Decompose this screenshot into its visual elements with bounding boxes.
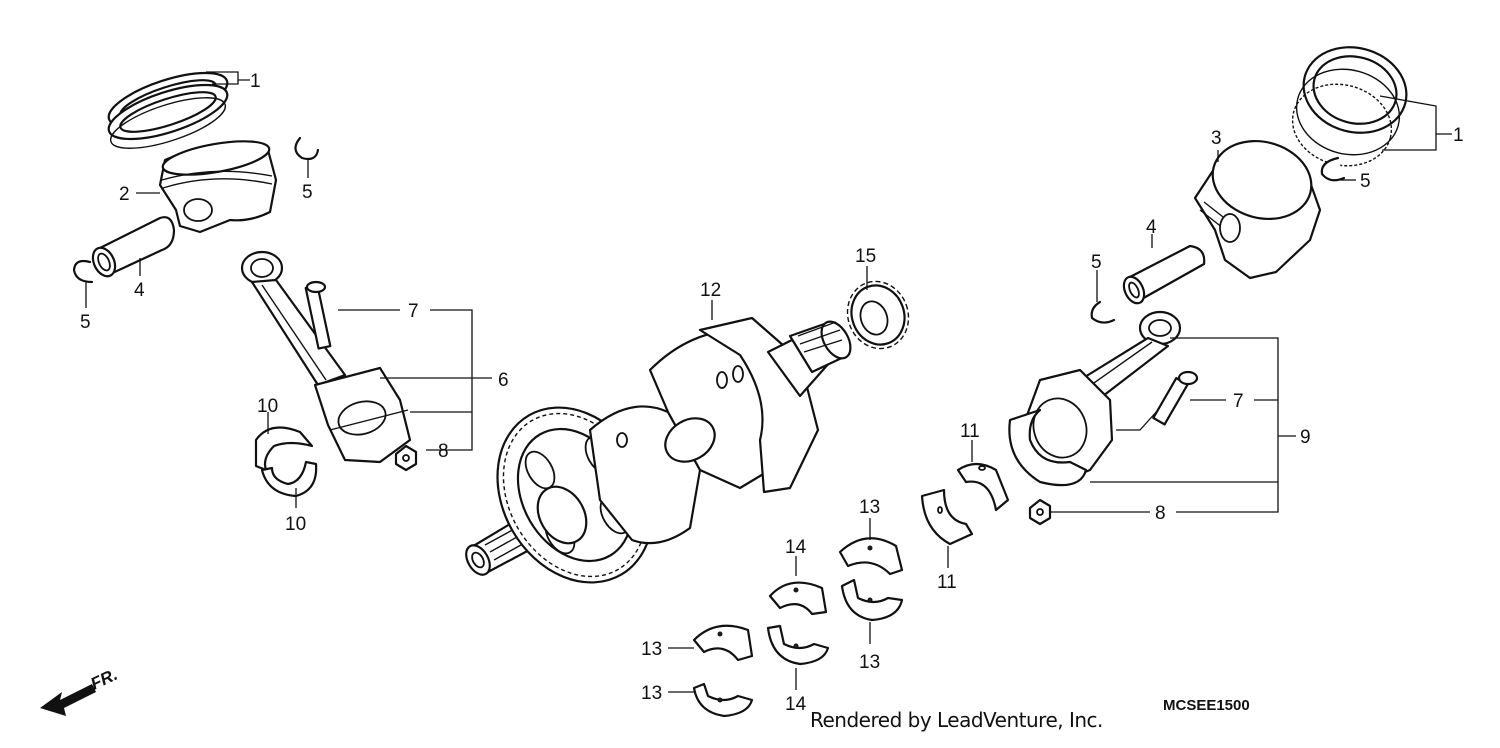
callout-4-right: 4 [1146,217,1157,238]
diagram-code: MCSEE1500 [1163,697,1250,714]
callout-10-upper: 10 [257,396,278,417]
callout-13-lower-left: 13 [641,683,662,704]
piston-pin-left [91,216,176,278]
connecting-rod-right [1016,310,1182,484]
main-bearing-shell-13-lower-right [840,578,904,622]
callout-5-lower-left: 5 [80,312,91,333]
callout-1-left: 1 [250,71,261,92]
front-direction-arrow: FR. [40,665,121,716]
crankshaft [465,316,852,584]
piston-right [1193,139,1322,280]
main-bearing-shell-13-lower-left [692,682,754,718]
rod-bearing-shell-left-upper [254,426,314,472]
callout-13-upper-left: 13 [641,639,662,660]
callout-4-left: 4 [134,280,145,301]
callout-8-right: 8 [1155,503,1166,524]
leader-lines [85,71,1452,693]
callout-10-lower: 10 [285,514,306,535]
main-bearing-shell-13-upper-right [838,537,904,576]
main-bearing-shell-14-lower [766,624,830,666]
callout-13-upper-right: 13 [859,497,880,518]
main-bearing-shell-14-upper [768,581,828,616]
callout-5-lower-right: 5 [1091,252,1102,273]
rod-bearing-shell-left-lower [260,460,318,498]
piston-rings-right [1291,46,1408,167]
crank-sprocket [846,280,910,350]
connecting-rod-left [240,250,412,464]
conrod-nut-left [394,444,418,472]
callout-7-right: 7 [1233,391,1244,412]
arrow-icon [40,684,96,716]
piston-left [158,140,278,234]
callout-5-upper-left: 5 [302,182,313,203]
callout-3: 3 [1211,128,1222,149]
callout-11-lower: 11 [937,572,957,593]
callout-14-lower: 14 [785,694,807,715]
piston-rings-left [107,71,229,149]
circlip-right-lower [1090,300,1116,324]
conrod-nut-right [1028,498,1052,526]
callout-numbers: 1 2 5 4 5 7 6 10 8 10 12 15 1 3 5 4 5 7 … [80,71,1464,715]
rod-bearing-shell-right-lower [920,488,974,546]
piston-pin-right [1122,244,1206,305]
conrod-cap-right [1008,408,1088,487]
callout-13-lower-right: 13 [859,652,880,673]
main-bearing-shell-13-upper-left [692,624,754,662]
circlip-left-upper [294,136,320,161]
circlip-right-upper [1320,156,1346,182]
circlip-left-outer [72,259,94,284]
conrod-bolt-left [304,280,332,350]
callout-12: 12 [700,280,721,301]
callout-9: 9 [1300,427,1311,448]
callout-2: 2 [119,184,130,205]
conrod-bolt-right [1152,370,1199,426]
callout-11-upper: 11 [960,421,980,442]
rod-bearing-shell-right-upper [956,462,1010,512]
callout-7-left: 7 [408,301,419,322]
callout-15: 15 [855,246,876,267]
callout-6: 6 [498,370,509,391]
credit-text: Rendered by LeadVenture, Inc. [810,708,1103,732]
callout-5-upper-right: 5 [1360,171,1371,192]
callout-1-right: 1 [1453,125,1464,146]
callout-14-upper: 14 [785,537,807,558]
callout-8-left: 8 [438,441,449,462]
